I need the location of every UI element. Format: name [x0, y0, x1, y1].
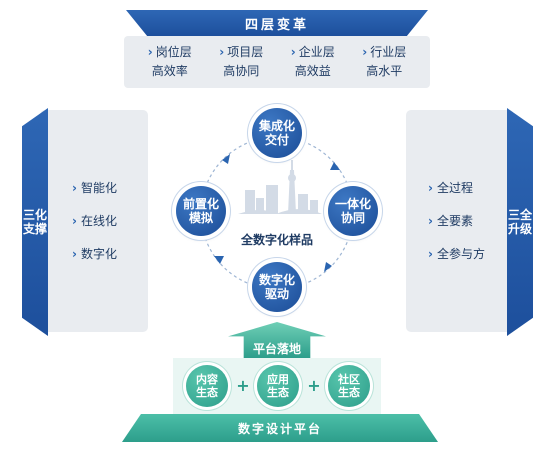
- layer-goal: 高水平: [366, 64, 403, 78]
- node-label: 前置化模拟: [183, 197, 220, 225]
- layer-name: 行业层: [362, 43, 406, 62]
- four-layer-transformation-banner: 四层变革: [126, 10, 428, 36]
- layer-goal: 高效率: [151, 64, 188, 78]
- three-support-bar: 三化支撑: [22, 108, 48, 336]
- right-list: 全过程 全要素 全参与方: [428, 172, 485, 271]
- node-label: 集成化交付: [259, 119, 296, 147]
- center-label: 全数字化样品: [240, 233, 313, 247]
- eco-label: 应用生态: [267, 373, 289, 399]
- plus-icon: +: [307, 376, 321, 395]
- node-collaboration: 一体化协同: [328, 186, 378, 236]
- left-list-item: 智能化: [72, 172, 117, 205]
- layer-item: 企业层 高效益: [291, 43, 335, 81]
- left-list-item: 在线化: [72, 205, 117, 238]
- layer-goal: 高协同: [223, 64, 260, 78]
- node-label: 一体化协同: [335, 197, 372, 225]
- eco-community: 社区生态: [328, 365, 370, 407]
- layer-item: 岗位层 高效率: [148, 43, 192, 81]
- eco-label: 内容生态: [196, 373, 218, 399]
- digital-design-platform-banner: 数字设计平台: [122, 414, 438, 442]
- plus-icon: +: [236, 376, 250, 395]
- right-list-item: 全要素: [428, 205, 485, 238]
- node-front-simulation: 前置化模拟: [176, 186, 226, 236]
- right-list-item: 全过程: [428, 172, 485, 205]
- platform-arrow-label: 平台落地: [252, 342, 301, 356]
- left-list: 智能化 在线化 数字化: [72, 172, 117, 271]
- right-list-item: 全参与方: [428, 238, 485, 271]
- layer-name: 岗位层: [148, 43, 192, 62]
- banner-title: 数字设计平台: [237, 421, 322, 436]
- banner-title: 四层变革: [244, 17, 309, 33]
- left-list-item: 数字化: [72, 238, 117, 271]
- left-bar-title: 三化支撑: [22, 208, 47, 236]
- skyline-icon: [238, 160, 322, 214]
- node-label: 数字化驱动: [259, 273, 296, 301]
- layer-goal: 高效益: [294, 64, 331, 78]
- layer-name: 企业层: [291, 43, 335, 62]
- cycle-arrowheads: [214, 154, 340, 272]
- layer-panel: 岗位层 高效率 项目层 高协同 企业层 高效益 行业层 高水平: [124, 36, 430, 88]
- eco-content: 内容生态: [186, 365, 228, 407]
- three-upgrade-bar: 三全升级: [507, 108, 533, 336]
- layer-item: 项目层 高协同: [219, 43, 263, 81]
- layer-name: 项目层: [219, 43, 263, 62]
- eco-application: 应用生态: [257, 365, 299, 407]
- eco-label: 社区生态: [338, 373, 360, 399]
- right-bar-title: 三全升级: [507, 208, 532, 236]
- layer-item: 行业层 高水平: [362, 43, 406, 81]
- node-digital-drive: 数字化驱动: [252, 262, 302, 312]
- node-integrated-delivery: 集成化交付: [252, 108, 302, 158]
